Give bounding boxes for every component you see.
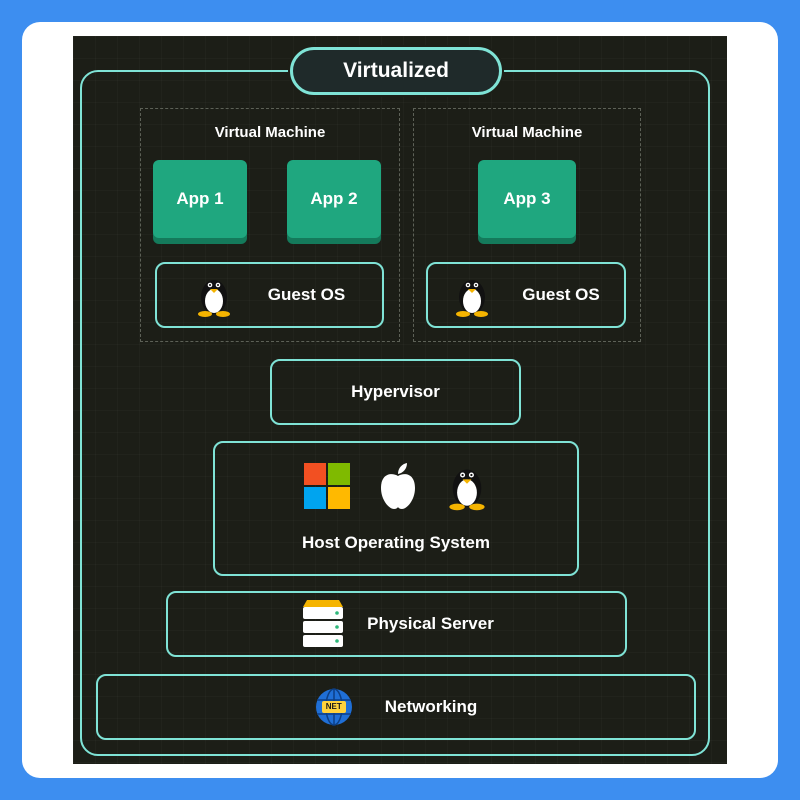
physical-server-label: Physical Server <box>367 614 494 633</box>
guest-os-2: Guest OS <box>426 262 626 328</box>
hypervisor-label: Hypervisor <box>351 382 440 401</box>
windows-icon <box>304 463 350 509</box>
guest-os-1: Guest OS <box>155 262 384 328</box>
hypervisor-layer: Hypervisor <box>270 359 521 425</box>
apple-icon <box>381 463 415 509</box>
virtual-machine-2 <box>413 108 641 342</box>
linux-penguin-icon <box>197 280 230 317</box>
app-3: App 3 <box>478 160 576 238</box>
physical-server-layer: Physical Server <box>166 591 627 657</box>
net-badge: NET <box>325 702 342 711</box>
virtual-machine-1 <box>140 108 400 342</box>
networking-layer: NET Networking <box>96 674 696 740</box>
diagram-canvas <box>73 36 727 764</box>
net-globe-icon: NET <box>315 688 353 726</box>
host-os-layer: Host Operating System <box>213 441 579 576</box>
guest-os-2-label: Guest OS <box>522 285 600 304</box>
virtualized-title: Virtualized <box>290 47 502 95</box>
guest-os-1-label: Guest OS <box>267 285 346 304</box>
host-os-label: Host Operating System <box>302 533 490 552</box>
app-1: App 1 <box>153 160 247 238</box>
app-2: App 2 <box>287 160 381 238</box>
networking-label: Networking <box>384 697 478 716</box>
server-icon <box>303 600 344 647</box>
virtual-machine-1-label: Virtual Machine <box>214 124 326 141</box>
virtual-machine-2-label: Virtual Machine <box>471 124 583 141</box>
linux-penguin-icon <box>456 280 489 317</box>
linux-penguin-icon <box>449 469 485 511</box>
